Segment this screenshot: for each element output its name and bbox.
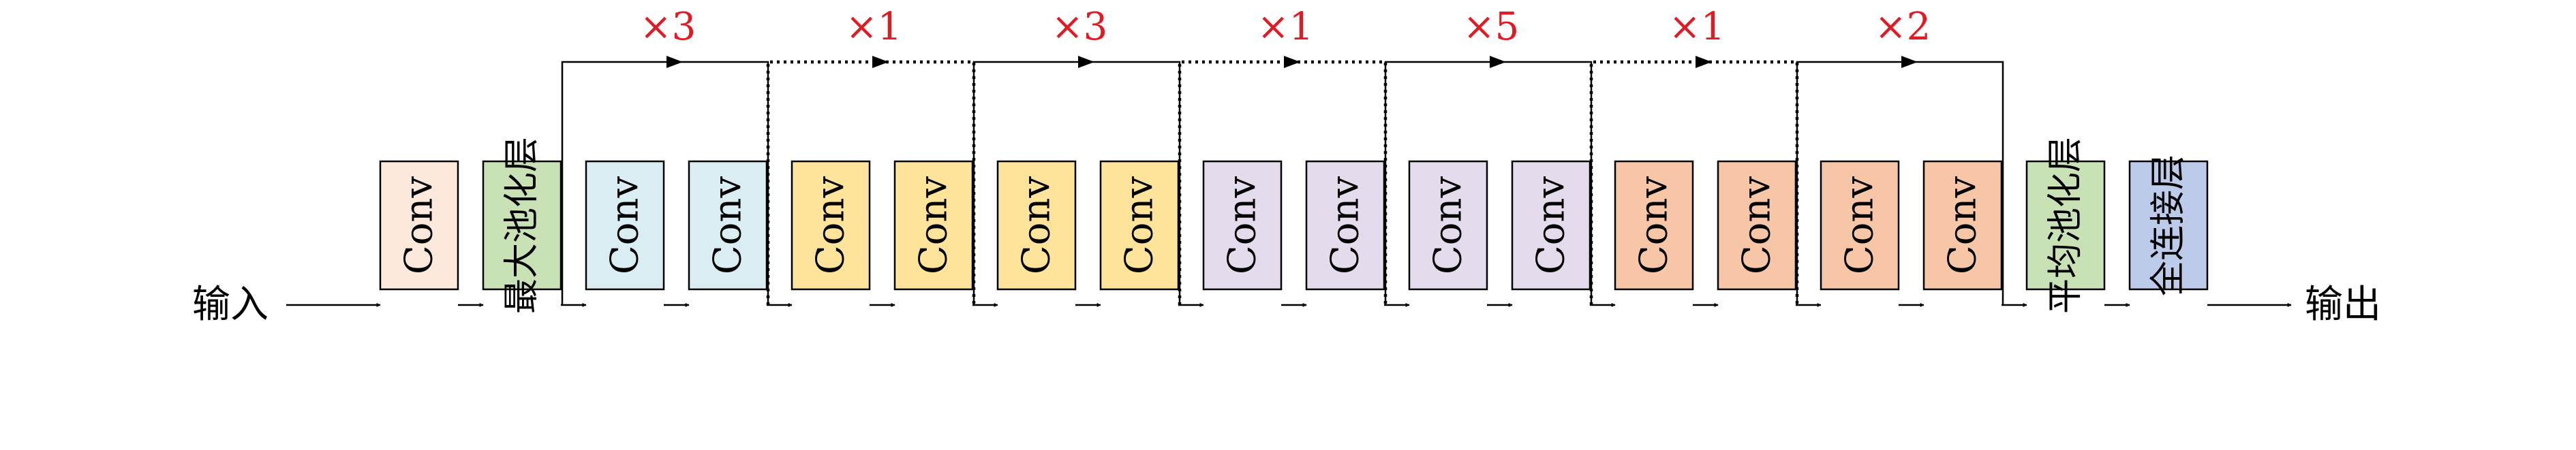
layer-block: Conv [1922,160,2003,291]
layer-block: Conv [1305,160,1385,291]
layer-block: Conv [791,160,871,291]
layer-block: Conv [379,160,459,291]
layer-block-box [1717,160,1797,291]
layer-block: Conv [1408,160,1488,291]
layer-block-label: 平均池化层 [2045,137,2086,314]
projection-skip: ×1 [1178,5,1387,305]
layer-block-label: Conv [1941,176,1985,275]
projection-skip: ×1 [766,5,976,305]
layer-block-box [1922,160,2003,291]
layer-block: 平均池化层 [2025,137,2106,314]
layer-block: Conv [1820,160,1900,291]
identity-skip: ×5 [1384,5,1593,305]
layer-block-box [2128,160,2209,291]
layer-block: Conv [1717,160,1797,291]
layer-block: Conv [1511,160,1591,291]
repeat-label: ×1 [1669,5,1726,49]
layer-block: Conv [996,160,1077,291]
layer-block-box [1408,160,1488,291]
layer-block-label: Conv [603,176,647,275]
layer-block: Conv [688,160,768,291]
layer-block-box [1511,160,1591,291]
layer-block-label: Conv [1529,176,1574,275]
repeat-label: ×2 [1875,5,1931,49]
layer-block: Conv [1202,160,1283,291]
skip-arrowhead [1284,56,1300,68]
skip-arrowhead [1696,56,1712,68]
layer-block-box [1305,160,1385,291]
input-label: 输入 [192,283,269,327]
repeat-label: ×1 [846,5,902,49]
layer-block-label: Conv [912,176,956,275]
layer-block-box [2025,160,2106,291]
skip-path [972,61,1181,305]
layer-block-box [791,160,871,291]
layer-block-label: Conv [1426,176,1471,275]
layer-block-box [585,160,665,291]
layer-block: 全连接层 [2128,155,2209,296]
skip-arrowhead [666,56,683,68]
skip-path [1796,61,2004,305]
layer-block-box [688,160,768,291]
layer-block: Conv [1099,160,1180,291]
layer-block-label: Conv [1221,176,1265,275]
skip-arrowhead [1078,56,1094,68]
layer-blocks: Conv 最大池化层 Conv Conv Conv Conv Conv Conv Conv Con… [379,137,2209,314]
skip-arrowhead [1490,56,1506,68]
repeat-label: ×5 [1463,5,1520,49]
layer-block-label: Conv [1118,176,1162,275]
layer-block-box [893,160,974,291]
repeat-label: ×3 [1052,5,1108,49]
layer-block-box [1099,160,1180,291]
layer-block-label: Conv [1838,176,1882,275]
layer-block-label: 全连接层 [2148,155,2189,296]
layer-block-label: Conv [1323,176,1368,275]
skip-connections: ×3 ×1 ×3 ×1 ×5 ×1 ×2 [561,5,2004,305]
layer-block-label: Conv [706,176,750,275]
layer-block: Conv [585,160,665,291]
layer-block-box [1202,160,1283,291]
layer-block-label: Conv [809,176,853,275]
layer-block-label: Conv [1735,176,1779,275]
layer-block-label: 最大池化层 [502,137,542,314]
repeat-label: ×1 [1257,5,1314,49]
layer-block: 最大池化层 [482,137,562,314]
layer-block-box [1614,160,1694,291]
layer-block-box [482,160,562,291]
layer-block-box [996,160,1077,291]
identity-skip: ×3 [561,5,769,305]
skip-arrowhead [1901,56,1918,68]
layer-block-label: Conv [1632,176,1676,275]
projection-skip: ×1 [1589,5,1799,305]
layer-block-label: Conv [397,176,442,275]
repeat-label: ×3 [640,5,696,49]
layer-block: Conv [1614,160,1694,291]
skip-path [561,61,769,305]
output-label: 输出 [2305,283,2381,327]
layer-block-box [379,160,459,291]
layer-block-box [1820,160,1900,291]
layer-block: Conv [893,160,974,291]
identity-skip: ×2 [1796,5,2004,305]
identity-skip: ×3 [972,5,1181,305]
skip-arrowhead [872,56,889,68]
layer-block-label: Conv [1015,176,1059,275]
skip-path [1384,61,1593,305]
